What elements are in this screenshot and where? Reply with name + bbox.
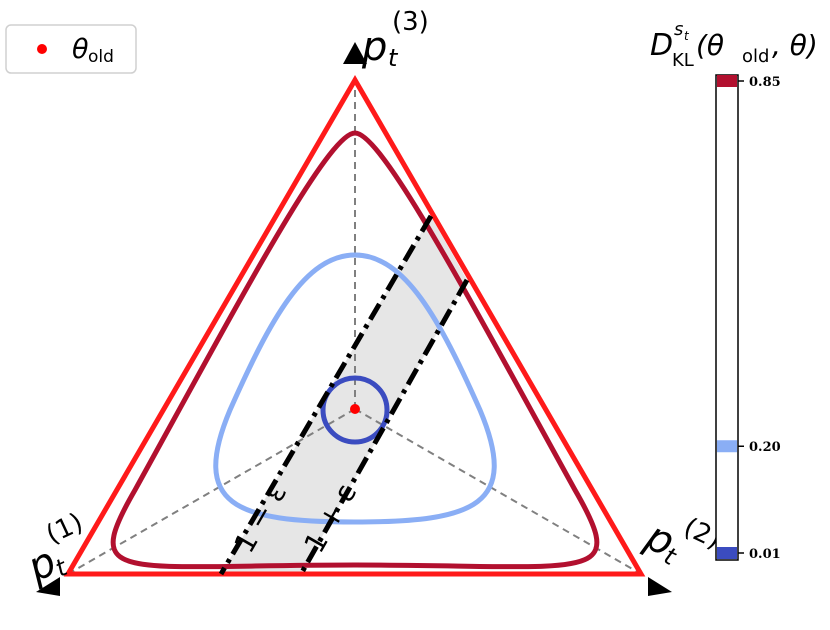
vertex-label-1: p t (1) (20, 508, 88, 592)
colorbar-title: D s t KL (θ old , θ) (650, 19, 818, 71)
cb-title-base: D (650, 28, 673, 63)
cb-title-sup: s (674, 19, 683, 40)
dashed-axes (67, 80, 642, 575)
colorbar: 0.85 0.20 0.01 (715, 74, 781, 562)
vertex-3-sub: t (388, 44, 399, 72)
vertex-3-base: p (361, 24, 387, 70)
arrow-vertex-3 (343, 42, 367, 64)
legend-label-main: θ (72, 34, 89, 65)
arrow-vertex-2 (648, 577, 672, 596)
kl-contour-0.01 (320, 375, 390, 445)
trust-region-band (221, 216, 467, 574)
vertex-label-2: p t (2) (638, 512, 725, 571)
cb-title-args-open: (θ (696, 29, 724, 62)
colorbar-tick-label-0.01: 0.01 (749, 547, 781, 562)
colorbar-frame (715, 74, 739, 561)
colorbar-band-0.20 (717, 440, 737, 453)
cb-title-sup-sub: t (684, 29, 690, 43)
legend-marker (37, 44, 47, 54)
simplex-boundary (63, 75, 646, 577)
colorbar-tick-label-0.85: 0.85 (749, 75, 781, 90)
vertex-2-base: p (638, 513, 681, 566)
cb-title-sub: KL (672, 50, 694, 71)
band-line-upper (298, 278, 470, 576)
legend-box (5, 24, 137, 74)
kl-contour-0.20 (213, 252, 497, 525)
colorbar-band-0.01 (717, 547, 737, 559)
cb-title-args-sub: old (742, 46, 769, 67)
theta-old-point (350, 404, 360, 414)
kl-contour-0.85 (110, 130, 600, 570)
colorbar-band-0.85 (717, 75, 737, 87)
colorbar-tick-label-0.20: 0.20 (749, 440, 781, 455)
legend: θ old (5, 24, 137, 74)
vertex-3-sup: (3) (392, 7, 429, 37)
arrow-vertex-1 (36, 577, 60, 596)
band-line-lower (218, 214, 434, 576)
vertex-label-3: p t (3) (361, 7, 429, 72)
cb-title-args-close: , θ) (772, 29, 818, 62)
vertex-1-sup: (1) (42, 508, 88, 551)
legend-label-sub: old (88, 47, 114, 67)
